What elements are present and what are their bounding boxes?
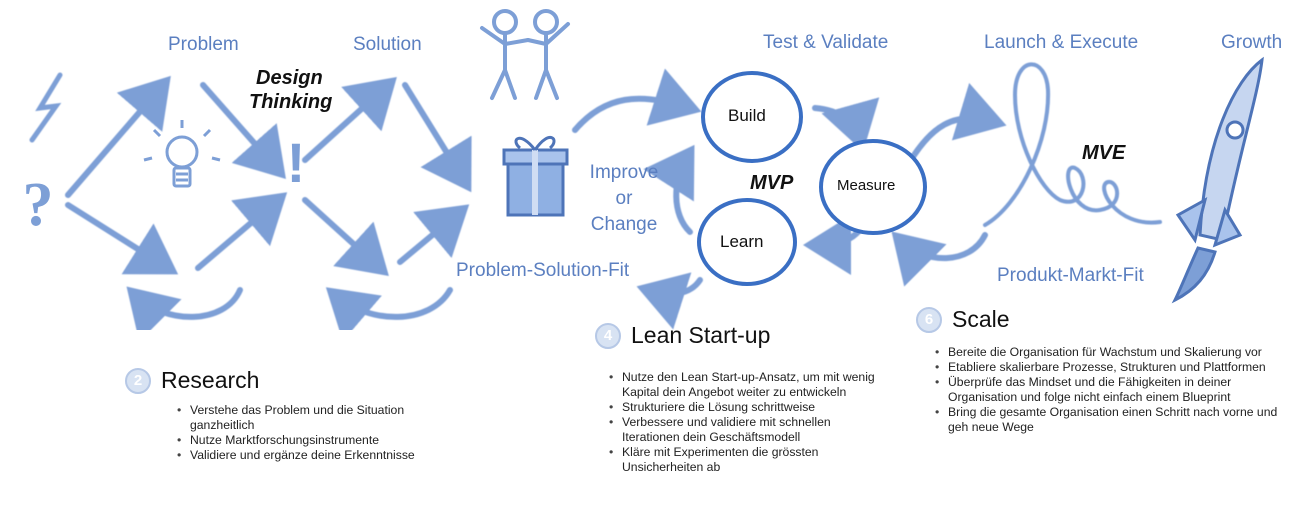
research-bullet-list: Verstehe das Problem und die Situation g… bbox=[172, 403, 425, 463]
arrow-to-insight-top bbox=[200, 82, 286, 179]
improve-line1: Improve bbox=[589, 162, 659, 183]
arrow-market-loop bbox=[891, 231, 988, 287]
lean-startup-bullet-list: Nutze den Lean Start-up-Ansatz, um mit w… bbox=[604, 370, 884, 475]
lightning-icon bbox=[29, 72, 63, 143]
phase-launch-execute: Launch & Execute bbox=[984, 32, 1139, 53]
team-people-icon bbox=[480, 9, 570, 100]
arrow-research-loop bbox=[126, 286, 243, 342]
lightbulb-icon bbox=[143, 120, 221, 188]
scale-title-text: Scale bbox=[952, 306, 1010, 332]
list-item: Bring die gesamte Organisation einen Sch… bbox=[935, 405, 1298, 435]
lean-startup-title-text: Lean Start-up bbox=[631, 322, 771, 348]
design-thinking-line2: Thinking bbox=[249, 91, 333, 113]
step-number-badge: 6 bbox=[916, 306, 942, 333]
phase-growth: Growth bbox=[1221, 32, 1283, 53]
learn-label: Learn bbox=[720, 232, 764, 251]
phase-test-validate: Test & Validate bbox=[763, 32, 889, 53]
arrow-to-build bbox=[572, 68, 702, 133]
phase-solution: Solution bbox=[353, 34, 422, 55]
list-item: Nutze den Lean Start-up-Ansatz, um mit w… bbox=[609, 370, 884, 400]
mve-label: MVE bbox=[1082, 142, 1126, 164]
list-item: Bereite die Organisation für Wachstum un… bbox=[935, 345, 1298, 360]
list-item: Kläre mit Experimenten die grössten Unsi… bbox=[609, 445, 884, 475]
arrow-build-to-measure bbox=[812, 97, 880, 152]
measure-label: Measure bbox=[837, 177, 896, 194]
mve-squiggle bbox=[983, 62, 1162, 227]
question-mark-icon: ? bbox=[23, 171, 54, 239]
learn-circle bbox=[697, 198, 797, 286]
product-market-fit-label: Produkt-Markt-Fit bbox=[997, 265, 1144, 286]
improve-or-change-label: Improve or Change bbox=[584, 160, 664, 238]
mvp-label: MVP bbox=[750, 172, 794, 194]
list-item: Überprüfe das Mindset und die Fähigkeite… bbox=[935, 375, 1298, 405]
build-label: Build bbox=[728, 106, 766, 125]
list-item: Verbessere und validiere mit schnellen I… bbox=[609, 415, 884, 445]
arrow-problem-down bbox=[65, 202, 179, 275]
arrow-pivot-back bbox=[636, 272, 703, 330]
measure-circle bbox=[819, 139, 927, 235]
list-item: Etabliere skalierbare Prozesse, Struktur… bbox=[935, 360, 1298, 375]
arrow-solution-loop bbox=[325, 287, 453, 342]
list-item: Strukturiere die Lösung schrittweise bbox=[609, 400, 884, 415]
phase-problem: Problem bbox=[168, 34, 239, 55]
arrow-problem-up bbox=[65, 75, 171, 198]
list-item: Verstehe das Problem und die Situation g… bbox=[177, 403, 425, 433]
build-circle bbox=[701, 71, 803, 163]
arrow-to-insight-bottom bbox=[195, 192, 288, 271]
section-research-title: 2 Research bbox=[125, 367, 259, 394]
research-title-text: Research bbox=[161, 367, 260, 393]
gift-box-icon bbox=[502, 136, 569, 217]
rocket-icon bbox=[1171, 56, 1264, 304]
section-lean-startup-title: 4 Lean Start-up bbox=[595, 322, 770, 349]
design-thinking-label: Design Thinking bbox=[249, 66, 332, 114]
step-number-badge: 2 bbox=[125, 367, 151, 394]
arrow-learn-to-build bbox=[643, 144, 695, 235]
problem-solution-fit-label: Problem-Solution-Fit bbox=[456, 260, 630, 281]
arrow-solution-up bbox=[302, 76, 397, 163]
arrow-to-prototype-bottom bbox=[397, 204, 470, 265]
scale-bullet-list: Bereite die Organisation für Wachstum un… bbox=[930, 345, 1298, 435]
improve-line3: Change bbox=[590, 214, 658, 235]
improve-line2: or bbox=[615, 188, 633, 209]
exclamation-icon: ! bbox=[287, 131, 306, 194]
arrow-solution-down bbox=[302, 197, 389, 277]
step-number-badge: 4 bbox=[595, 322, 621, 349]
design-thinking-line1: Design bbox=[256, 67, 323, 89]
list-item: Nutze Marktforschungsinstrumente bbox=[177, 433, 425, 448]
list-item: Validiere und ergänze deine Erkenntnisse bbox=[177, 448, 425, 463]
arrow-to-prototype-top bbox=[402, 82, 472, 193]
section-scale-title: 6 Scale bbox=[916, 306, 1010, 333]
